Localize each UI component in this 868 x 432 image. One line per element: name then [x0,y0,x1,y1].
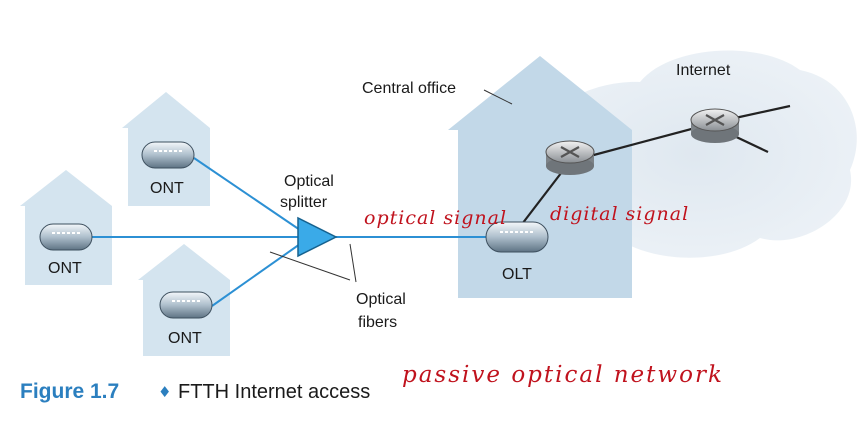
optical-signal-annotation: optical signal [364,207,507,229]
leader-lines [269,89,513,283]
optical-splitter-label-line1: Optical [284,173,334,190]
passive-optical-network-annotation: passive optical network [402,362,724,388]
fiber-top [193,157,301,231]
ont-label-top: ONT [150,180,184,197]
optical-splitter-label-line2: splitter [280,194,328,211]
olt-label: OLT [502,266,532,283]
ont-device-bottom [159,291,213,319]
central-office-leader [483,89,513,105]
internet-label: Internet [676,62,731,79]
fiber-bottom [211,243,301,307]
central-office-label: Central office [362,80,456,97]
ont-label-bottom: ONT [168,330,202,347]
ont-device-top [141,141,195,169]
digital-signal-annotation: digital signal [550,203,689,225]
ont-device-middle [39,223,93,251]
router-right [690,108,740,143]
optical-fibers-label-line2: fibers [358,314,397,331]
fiber-leader-1 [269,251,351,281]
optical-splitter [297,216,338,258]
figure-number: Figure 1.7 [20,380,119,403]
router-left [545,140,595,175]
ont-label-middle: ONT [48,260,82,277]
caption-separator-icon: ♦ [158,383,171,401]
link-router-out-1 [734,104,791,120]
link-router-router [589,126,696,158]
optical-fibers [92,157,486,307]
olt-device [485,221,549,253]
fiber-leader-2 [349,243,357,283]
figure-title: FTTH Internet access [178,381,370,403]
optical-fibers-label-line1: Optical [356,291,406,308]
link-olt-router [518,163,569,229]
